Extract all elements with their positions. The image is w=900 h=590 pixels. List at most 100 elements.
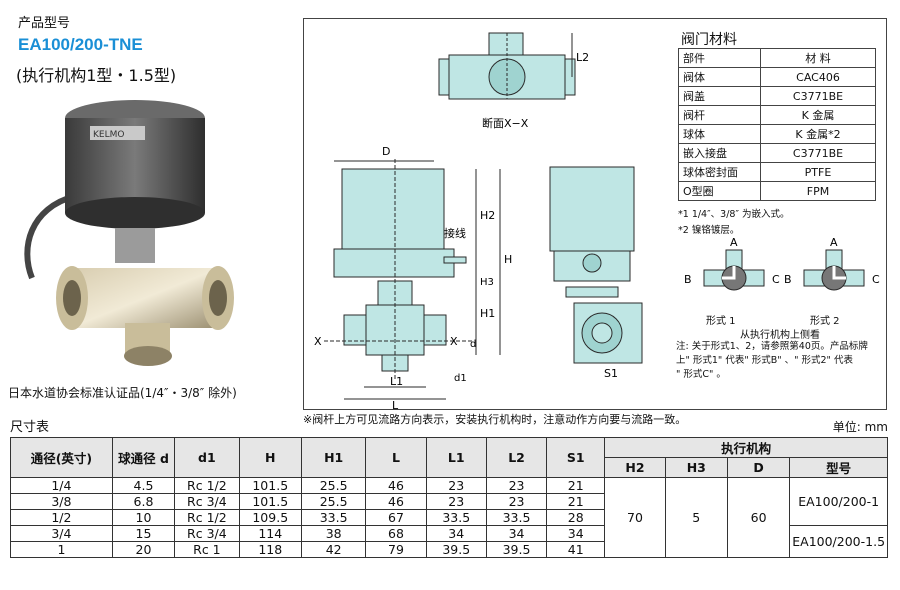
dimension-table-title: 尺寸表 (10, 420, 50, 435)
cell-size: 1/2 (10, 509, 113, 526)
col-h1: H1 (300, 437, 367, 478)
cell-h: 118 (238, 541, 302, 558)
dim-h3-label: H3 (480, 277, 494, 288)
cell-l2: 34 (485, 525, 548, 542)
table-row: 1/2 10 Rc 1/2 109.5 33.5 67 33.5 33.5 28 (10, 509, 888, 526)
x-left-label: X (314, 335, 322, 348)
cell-l1: 39.5 (425, 541, 487, 558)
flow-form-diagrams: A B C A B C (684, 236, 880, 291)
product-photo: KELMO (24, 100, 234, 366)
material-part: 阀杆 (678, 105, 761, 125)
material-value: PTFE (760, 162, 876, 182)
section-x-x-label: 断面X−X (482, 116, 529, 130)
col-h3: H3 (664, 457, 728, 478)
cell-s1: 28 (546, 509, 606, 526)
cell-h1: 42 (300, 541, 367, 558)
material-part: 嵌入接盘 (678, 143, 761, 163)
cell-size: 3/8 (10, 493, 113, 510)
material-part: O型圈 (678, 181, 761, 201)
col-h2: H2 (604, 457, 666, 478)
form2-port-c: C (872, 273, 880, 286)
form-2-label: 形式 2 (810, 316, 840, 327)
col-actuator: 执行机构 (604, 437, 888, 458)
cell-h1: 33.5 (300, 509, 367, 526)
cell-actuator-d: 60 (726, 477, 791, 558)
cell-size: 1/4 (10, 477, 113, 494)
form-note-line: " 形式C" 。 (676, 369, 726, 380)
cell-bore: 10 (111, 509, 176, 526)
cell-d1: Rc 1/2 (174, 509, 240, 526)
material-part: 球体 (678, 124, 761, 144)
col-size: 通径(英寸) (10, 437, 113, 478)
dim-h2-label: H2 (480, 209, 495, 222)
table-row: 1/4 4.5 Rc 1/2 101.5 25.5 46 23 23 21 70… (10, 477, 888, 558)
cell-l: 68 (365, 525, 427, 542)
cell-l: 79 (365, 541, 427, 558)
dim-l1-label: L1 (390, 375, 403, 388)
cell-d1: Rc 1/2 (174, 477, 240, 494)
flow-form-2 (803, 249, 865, 291)
cell-size: 1 (10, 541, 113, 558)
cell-bore: 20 (111, 541, 176, 558)
dim-d-top-label: D (382, 145, 390, 158)
dim-l2-label: L2 (576, 51, 589, 64)
cell-h: 114 (238, 525, 302, 542)
cell-h1: 25.5 (300, 493, 367, 510)
col-l2: L2 (485, 437, 548, 478)
cell-bore: 15 (111, 525, 176, 542)
product-kind-label: 产品型号 (18, 16, 71, 31)
cell-l2: 39.5 (485, 541, 548, 558)
col-d: D (726, 457, 791, 478)
material-part: 阀体 (678, 67, 761, 87)
cell-l1: 23 (425, 477, 487, 494)
form2-port-a: A (830, 236, 838, 249)
cell-bore: 4.5 (111, 477, 176, 494)
col-s1: S1 (546, 437, 606, 478)
cell-l: 46 (365, 493, 427, 510)
cell-d1: Rc 3/4 (174, 493, 240, 510)
cell-l1: 23 (425, 493, 487, 510)
dim-h-label: H (504, 253, 512, 266)
cell-h: 109.5 (238, 509, 302, 526)
dim-d1-label: d1 (454, 373, 467, 384)
dim-l-label: L (392, 399, 399, 411)
dim-d-bore-label: d (470, 339, 476, 350)
cell-l: 46 (365, 477, 427, 494)
table-row: 3/4 15 Rc 3/4 114 38 68 34 34 34 EA100/2… (10, 525, 888, 558)
cell-s1: 41 (546, 541, 606, 558)
form1-port-b: B (684, 273, 692, 286)
form-note: 注: 关于形式1、2，请参照第40页。产品标牌 上" 形式1" 代表" 形式B"… (676, 340, 888, 382)
col-d1: d1 (174, 437, 240, 478)
material-value: CAC406 (760, 67, 876, 87)
col-l1: L1 (425, 437, 487, 478)
unit-label: 单位: mm (832, 420, 888, 434)
form2-port-b: B (784, 273, 792, 286)
cell-l: 67 (365, 509, 427, 526)
cell-bore: 6.8 (111, 493, 176, 510)
material-value: K 金属*2 (760, 124, 876, 144)
material-value: C3771BE (760, 143, 876, 163)
col-model: 型号 (789, 457, 888, 478)
material-value: C3771BE (760, 86, 876, 106)
cell-l1: 34 (425, 525, 487, 542)
x-right-label: X (450, 335, 458, 348)
model-number: EA100/200-TNE (18, 35, 143, 54)
material-part: 球体密封面 (678, 162, 761, 182)
material-part: 阀盖 (678, 86, 761, 106)
section-x-x-view (438, 32, 576, 100)
cell-d1: Rc 1 (174, 541, 240, 558)
materials-header-part: 部件 (678, 48, 761, 68)
materials-note-2: *2 镍铬镀层。 (678, 225, 740, 236)
cell-h1: 25.5 (300, 477, 367, 494)
dim-h1-label: H1 (480, 307, 495, 320)
materials-title: 阀门材料 (681, 32, 737, 48)
dim-s1-label: S1 (604, 367, 618, 380)
dimension-table: 通径(英寸) 球通径 d d1 H H1 L L1 L2 S1 执行机构 H2 … (10, 437, 888, 558)
